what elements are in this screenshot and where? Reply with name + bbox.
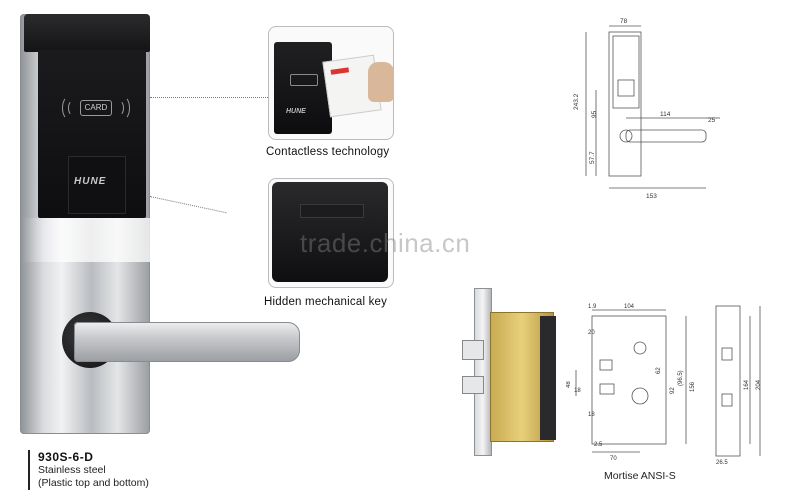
dim-cylinder-offset: 92 — [670, 387, 676, 394]
dim-latch-spacing: 48 — [566, 381, 572, 388]
rfid-wave-icon — [116, 96, 130, 120]
drawing-plate-outline — [608, 31, 642, 177]
dim-faceplate-inner: 164 — [744, 379, 750, 390]
dim-faceplate-height: 204 — [756, 379, 762, 390]
watermark: trade.china.cn — [300, 228, 471, 258]
rfid-wave-icon — [62, 96, 76, 120]
drawing-faceplate-outline — [715, 305, 741, 457]
dim-case-height: 156 — [690, 381, 696, 392]
material-note: (Plastic top and bottom) — [38, 477, 149, 489]
mortise-dimension-drawing: 1.9 104 20 48 18 62 (96.5) 92 156 18 2.5… — [566, 304, 762, 466]
mini-brand-logo: HUNE — [286, 108, 306, 115]
dim-handle-length: 114 — [660, 111, 671, 118]
contactless-caption: Contactless technology — [266, 146, 390, 158]
model-code: 930S-6-D — [38, 450, 94, 464]
dim-top-offset: 20 — [588, 330, 595, 336]
mortise-side-plate — [540, 316, 556, 440]
leader-line — [150, 97, 268, 98]
drawing-handle-outline — [625, 129, 707, 143]
dim-width: 78 — [620, 18, 628, 25]
product-caption: 930S-6-D Stainless steel (Plastic top an… — [28, 450, 149, 490]
lever-handle — [74, 322, 300, 362]
brand-logo: HUNE — [74, 176, 107, 187]
dim-spindle-offset: 62 — [656, 367, 662, 374]
mechanical-caption: Hidden mechanical key — [264, 296, 388, 308]
watermark-band — [22, 218, 252, 262]
dim-backset-edge: 1.9 — [588, 304, 597, 310]
card-badge: CARD — [80, 100, 112, 116]
dim-case-width: 104 — [624, 304, 635, 310]
mortise-deadbolt — [462, 376, 484, 394]
rfid-wave-icon — [68, 100, 78, 116]
dim-center-ref: (96.5) — [678, 370, 684, 386]
drawing-key-outline — [617, 79, 635, 97]
dim-height: 243.2 — [573, 93, 580, 110]
leader-line — [149, 196, 227, 214]
dim-center: 95 — [591, 110, 598, 118]
key-cover-photo — [272, 182, 388, 282]
dim-bottom: 57.7 — [589, 151, 596, 164]
lock-top-cap — [24, 14, 150, 52]
drawing-rose-outline — [619, 129, 633, 143]
hand-icon — [368, 62, 394, 102]
dim-faceplate-width: 26.5 — [716, 460, 728, 466]
material-text: Stainless steel — [38, 464, 106, 476]
dim-lower-offset: 18 — [588, 412, 595, 418]
dim-handle-depth: 25 — [708, 117, 716, 124]
mortise-latch — [462, 340, 484, 360]
mortise-caption: Mortise ANSI-S — [604, 470, 676, 482]
mini-lock-photo — [274, 42, 332, 134]
key-slot — [300, 204, 364, 218]
dim-edge-thickness: 2.5 — [594, 442, 603, 448]
dim-latch-height: 18 — [574, 388, 581, 394]
drawing-mortise-outline — [591, 315, 667, 445]
dim-backset: 70 — [610, 456, 617, 462]
mini-card-badge — [290, 74, 318, 86]
dim-total-length: 153 — [646, 193, 657, 200]
drawing-panel-outline — [612, 35, 640, 109]
lock-key-cover — [68, 156, 126, 214]
front-dimension-drawing: 78 243.2 95 114 25 57.7 153 — [573, 18, 720, 200]
